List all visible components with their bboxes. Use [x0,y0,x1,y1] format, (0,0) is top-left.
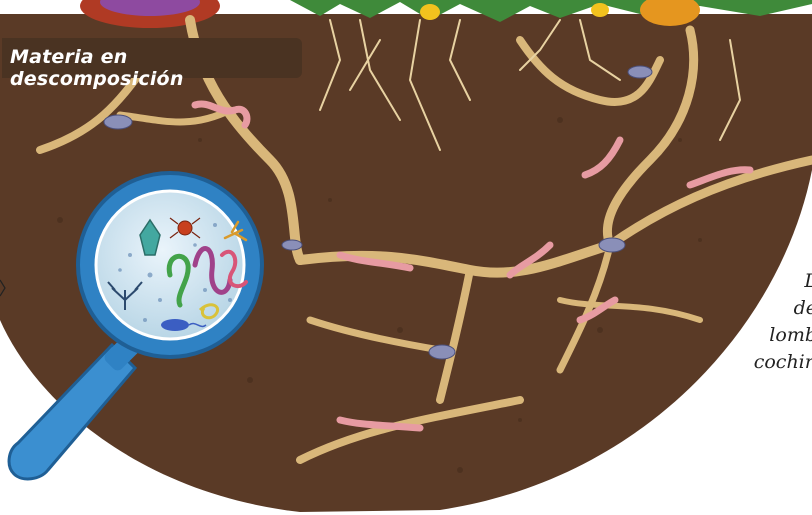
flagellate-icon [161,319,189,331]
woodlouse-icon [429,345,455,359]
woodlouse-icon [628,66,652,78]
side-caption-line-1: L [737,268,812,295]
side-caption-line-4: cochin [737,349,812,376]
decomposition-label-box: Materia en descomposición [2,38,302,78]
woodlouse-icon [104,115,132,129]
decomposition-label: Materia en descomposición [10,46,302,90]
side-caption-line-3: lomb [737,322,812,349]
mite-icon [178,221,192,235]
woodlouse-icon [599,238,625,252]
side-caption-line-2: de [737,295,812,322]
side-caption: L de lomb cochin [737,268,812,376]
woodlouse-icon [282,240,302,250]
